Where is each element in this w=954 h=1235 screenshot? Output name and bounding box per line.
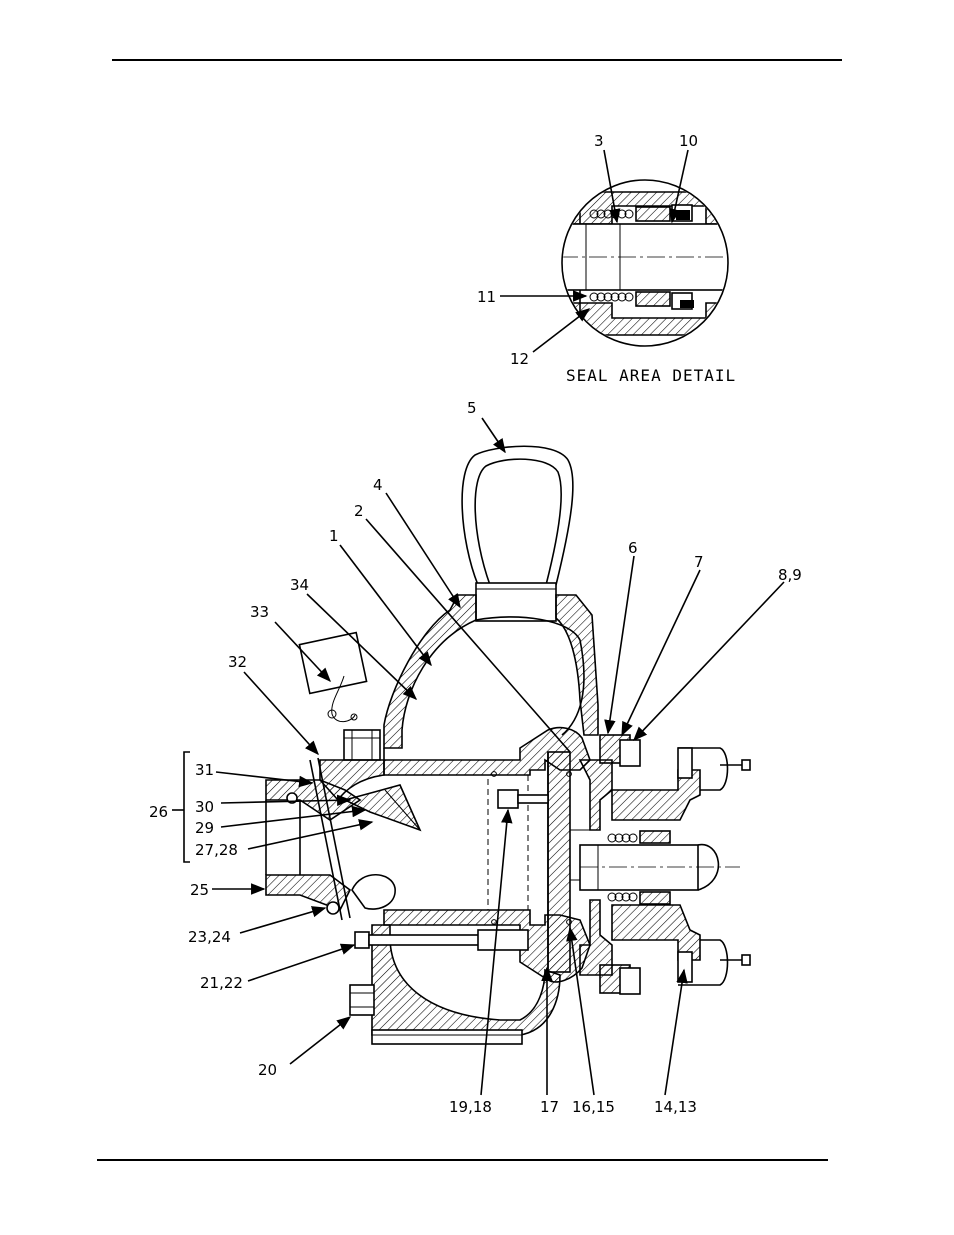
detail-caption: SEAL AREA DETAIL xyxy=(566,366,736,385)
callout-25: 25 xyxy=(190,881,209,899)
callout-12: 12 xyxy=(510,350,529,368)
callout-10: 10 xyxy=(679,132,698,150)
callout-11: 11 xyxy=(477,288,496,306)
callout-23-24: 23,24 xyxy=(188,928,231,946)
callout-34: 34 xyxy=(290,576,309,594)
callout-8-9: 8,9 xyxy=(778,566,802,584)
callout-5: 5 xyxy=(467,399,477,417)
callout-31: 31 xyxy=(195,761,214,779)
callout-29: 29 xyxy=(195,819,214,837)
callout-7: 7 xyxy=(694,553,704,571)
pump-cross-section xyxy=(172,446,750,1044)
callout-1: 1 xyxy=(329,527,339,545)
callout-20: 20 xyxy=(258,1061,277,1079)
callout-21-22: 21,22 xyxy=(200,974,243,992)
callout-27-28: 27,28 xyxy=(195,841,238,859)
seal-area-detail: SEAL AREA DETAIL xyxy=(560,180,736,385)
callout-33: 33 xyxy=(250,603,269,621)
callout-32: 32 xyxy=(228,653,247,671)
callout-3: 3 xyxy=(594,132,604,150)
callout-2: 2 xyxy=(354,502,364,520)
callout-16-15: 16,15 xyxy=(572,1098,615,1116)
callout-4: 4 xyxy=(373,476,383,494)
callout-19-18: 19,18 xyxy=(449,1098,492,1116)
callout-26: 26 xyxy=(149,803,168,821)
callout-17: 17 xyxy=(540,1098,559,1116)
callout-30: 30 xyxy=(195,798,214,816)
callout-14-13: 14,13 xyxy=(654,1098,697,1116)
callout-6: 6 xyxy=(628,539,638,557)
